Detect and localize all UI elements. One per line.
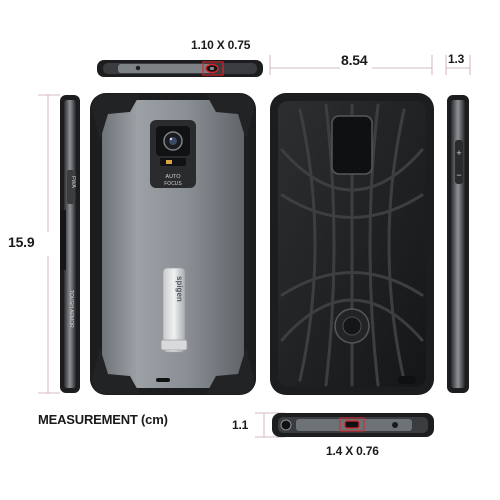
width-dimension-label: 8.54 xyxy=(341,52,368,68)
volume-minus-icon: − xyxy=(456,170,461,180)
volume-plus-icon: + xyxy=(456,148,461,158)
side-print-tough-armor: TOUGH ARMOR xyxy=(68,290,74,328)
case-top-edge-view xyxy=(97,60,263,77)
height-dimension-label: 15.9 xyxy=(8,234,35,250)
camera-print-focus: FOCUS xyxy=(164,181,182,187)
case-right-side-view: + − xyxy=(447,95,469,393)
case-back-view: AUTO FOCUS spigen xyxy=(90,93,256,395)
case-inside-view xyxy=(270,93,434,395)
top-port-dimension-label: 1.10 X 0.75 xyxy=(191,38,251,52)
side-print-fwa: FWA xyxy=(70,176,76,188)
measurement-unit-caption: MEASUREMENT (cm) xyxy=(38,412,168,427)
brand-print: spigen xyxy=(175,276,184,302)
case-left-side-view: FWA TOUGH ARMOR xyxy=(60,95,80,393)
thickness-dimension-label: 1.3 xyxy=(448,52,465,66)
camera-print-auto: AUTO xyxy=(165,174,181,180)
bottom-thickness-dimension-label: 1.1 xyxy=(232,418,249,432)
bottom-port-dimension-label: 1.4 X 0.76 xyxy=(326,444,379,458)
case-bottom-edge-view xyxy=(272,413,434,437)
